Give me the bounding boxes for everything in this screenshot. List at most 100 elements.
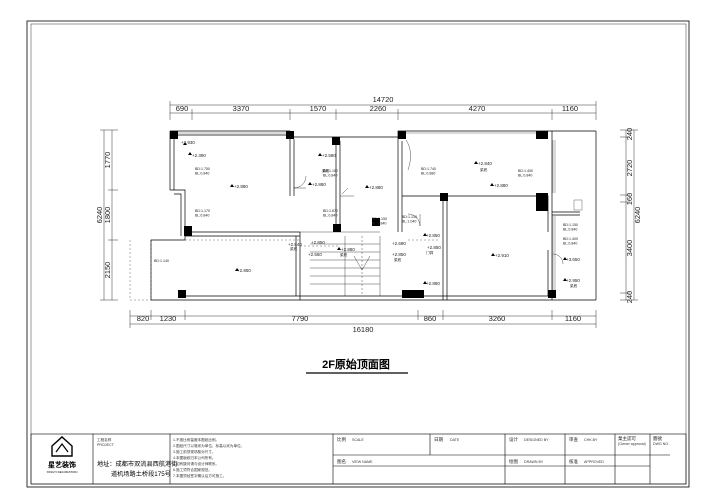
dim-bottom-1: 820 [137,314,150,323]
left-dimension-chain [100,129,118,301]
title-note-line: 3.施工前须现场核对尺寸。 [173,449,216,454]
staircase [300,231,381,296]
level-label: +2.850 [237,268,251,273]
title-note-line: 6.施工须符合国家规范。 [173,467,212,472]
company-name: 星艺装饰 [48,460,76,469]
level-label: +2.910 [495,253,509,258]
windows [178,132,583,290]
title-note-line: 2.图纸尺寸以毫米为单位，标高以米为单位。 [173,443,244,448]
room-label: 梁底 [322,168,330,173]
level-label: +2.880 [369,185,383,190]
inner-frame [30,23,687,485]
level-label: +2.840 [478,161,492,166]
dim-bottom-3: 7790 [292,314,309,323]
field-drawn: 绘图 [509,458,518,465]
columns [170,131,556,298]
dim-bottom-2: 1230 [160,314,177,323]
level-label: +2.850 [392,252,406,257]
level-label: +2.880 [426,281,440,286]
dim-bottom-5: 3260 [489,314,506,323]
dim-right-3: 160 [625,193,634,206]
field-checked: 审查 [569,436,578,443]
bottom-dimension-chain [129,310,597,328]
dim-left-3: 2150 [103,262,112,279]
dim-top-6: 1160 [562,104,578,113]
dim-left-total: 6240 [95,207,104,224]
top-dimension-chain [169,101,597,120]
room-label: 梁底 [394,257,402,262]
dim-top-total: 14720 [373,95,394,104]
field-drawing-no: 圖號 [653,435,662,442]
outer-frame [26,20,690,488]
room-label: 梁底 [570,283,578,288]
level-label: +2.950 [566,278,580,283]
level-label: +2.840 [288,242,302,247]
room-label: 梁底 [480,167,488,172]
dim-right-total: 6240 [633,207,642,224]
title-note-line: 1.不按比例量度本图纸比例。 [173,437,219,442]
level-label: +2.690 [392,241,406,246]
dim-bottom-4: 860 [424,314,437,323]
field-owner: 業主認可 [618,435,636,442]
level-label: +2.880 [341,247,355,252]
level-label: +2.550 [308,252,322,257]
level-label: +2.880 [312,182,326,187]
dim-top-2: 3370 [233,104,250,113]
level-label: +2.390 [192,153,206,158]
note-bd: BD:1.140 [154,259,169,263]
company-logo: 星艺装饰 XINGYI DECORATION [47,436,78,474]
field-scale-en: SCALE [352,438,364,442]
dim-right-5: 240 [625,291,634,304]
field-checked-en: CHK.BY [584,438,598,442]
dim-right-4: 3400 [625,240,634,257]
dim-right-2: 2720 [625,160,634,177]
field-approved: 核准 [569,458,578,465]
dim-left-1: 1770 [103,152,112,169]
project-label-en: PROJECT [97,443,115,447]
level-label: +2.930 [181,140,195,145]
field-date-en: DATE [450,438,460,442]
right-dimension-chain [620,129,638,301]
door-swings [293,139,564,265]
dim-right-1: 240 [625,128,634,141]
room-label: 梁底 [340,252,348,257]
room-label: 梁底 [290,246,298,251]
field-owner-en: (Owner approval) [618,442,646,446]
field-view-name-en: VIEW NAME [352,460,373,464]
dim-bottom-total: 16180 [353,325,374,334]
level-label: +2.880 [234,184,248,189]
field-designed-en: DESIGNED BY [524,438,549,442]
dim-top-4: 2260 [370,104,387,113]
dim-bottom-6: 1160 [565,314,581,323]
title-note-line: 4.本图版权归本公司所有。 [173,455,216,460]
level-label: +3.650 [566,257,580,262]
field-drawing-no-en: DWG NO. [653,442,669,446]
level-label: +2.850 [426,233,440,238]
level-label: +2.850 [427,245,441,250]
field-approved-en: APPROVED [584,460,604,464]
drawing-title: 2F原始顶面图 [322,357,390,371]
level-label: +2.580 [322,153,336,158]
room-label: 门洞 [426,250,434,255]
field-designed: 设计 [509,436,518,443]
level-label: +2.850 [311,240,325,245]
field-drawn-en: DRAWN BY [524,460,544,464]
dashed-lines [129,239,440,301]
address-line-1: 地址：成都市双流县西航港街 [97,460,177,468]
title-note-line: 5.如有疑问请与设计师联系。 [173,461,219,466]
field-scale: 比例 [337,436,346,443]
dim-top-1: 690 [176,104,189,113]
dim-left-2: 1800 [103,207,112,224]
address-line-2: 道机场路土桥段175号 [111,470,171,478]
company-name-en: XINGYI DECORATION [47,470,78,474]
dim-top-3: 1570 [310,104,327,113]
